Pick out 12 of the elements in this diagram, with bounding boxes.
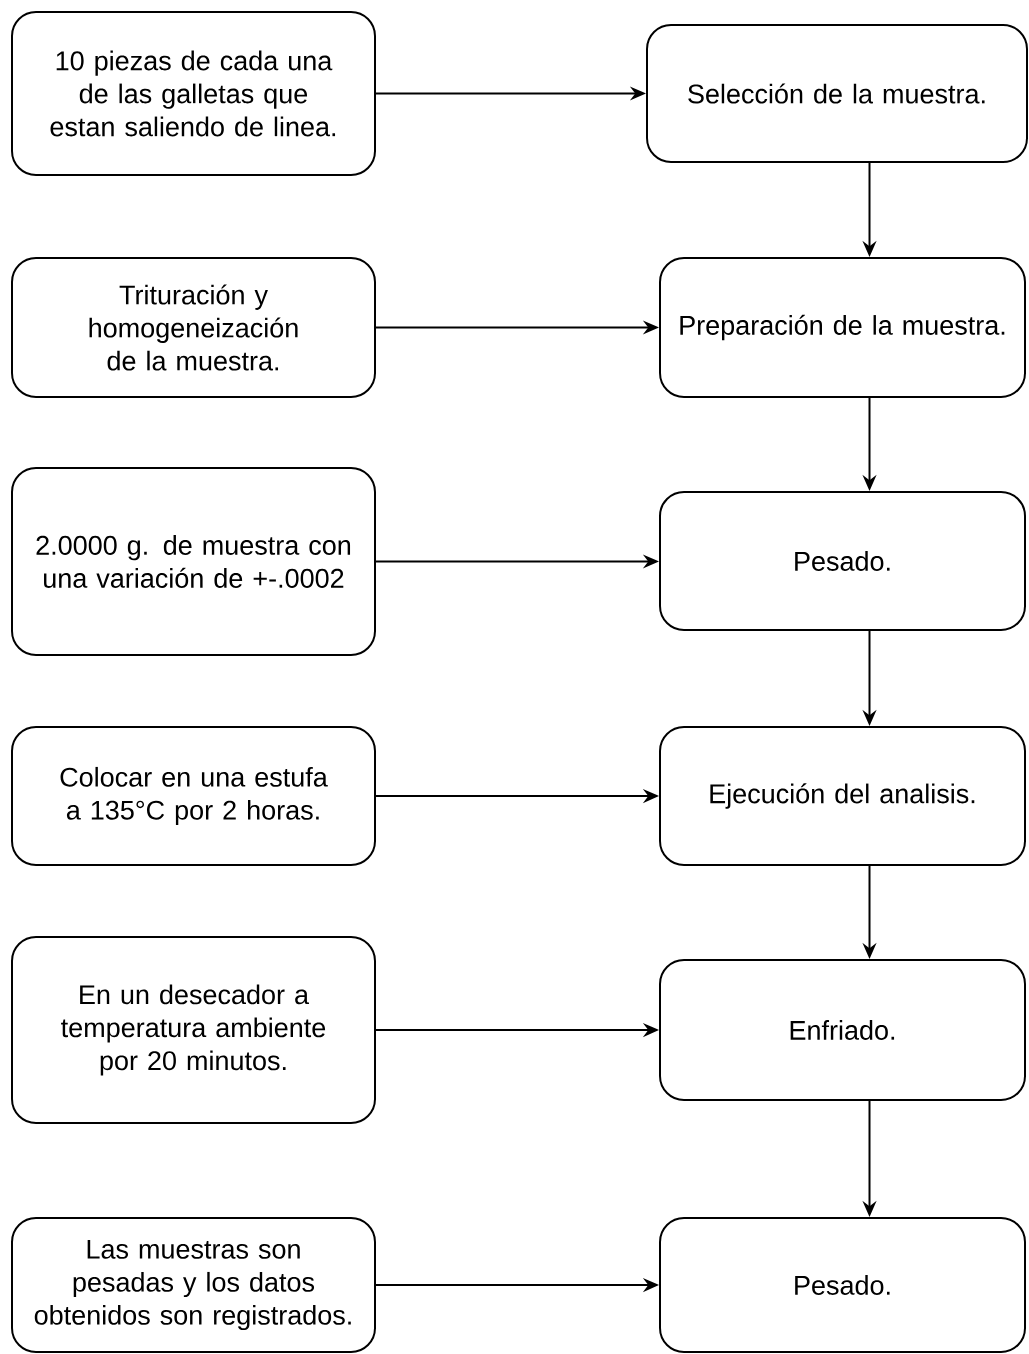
- process-box: Pesado.: [659, 1217, 1026, 1353]
- process-box: Trituración y homogeneización de la muestra.: [11, 257, 376, 398]
- process-box: Enfriado.: [659, 959, 1026, 1101]
- process-box: Las muestras son pesadas y los datos obtenidos son registrados.: [11, 1217, 376, 1353]
- process-box: 10 piezas de cada una de las galletas que estan saliendo de linea.: [11, 11, 376, 176]
- process-box: Colocar en una estufa a 135°C por 2 horas.: [11, 726, 376, 866]
- process-box: Selección de la muestra.: [646, 24, 1028, 163]
- process-box: 2.0000 g. de muestra con una variación de +-.0002: [11, 467, 376, 656]
- process-box: Preparación de la muestra.: [659, 257, 1026, 398]
- process-box: Ejecución del analisis.: [659, 726, 1026, 866]
- process-box: Pesado.: [659, 491, 1026, 631]
- process-box: En un desecador a temperatura ambiente por 20 minutos.: [11, 936, 376, 1124]
